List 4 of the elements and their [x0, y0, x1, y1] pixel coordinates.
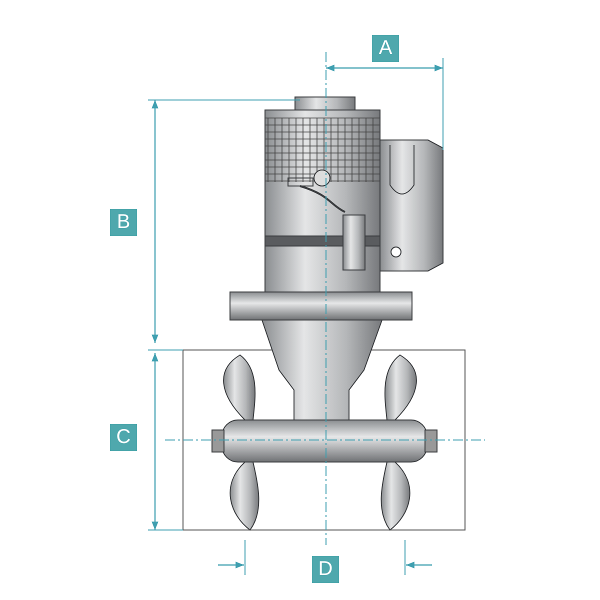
- dimension-letter: A: [372, 35, 399, 62]
- dimension-letter: B: [110, 209, 137, 236]
- dimension-letter: D: [312, 556, 339, 583]
- dimension-letter: C: [110, 424, 137, 451]
